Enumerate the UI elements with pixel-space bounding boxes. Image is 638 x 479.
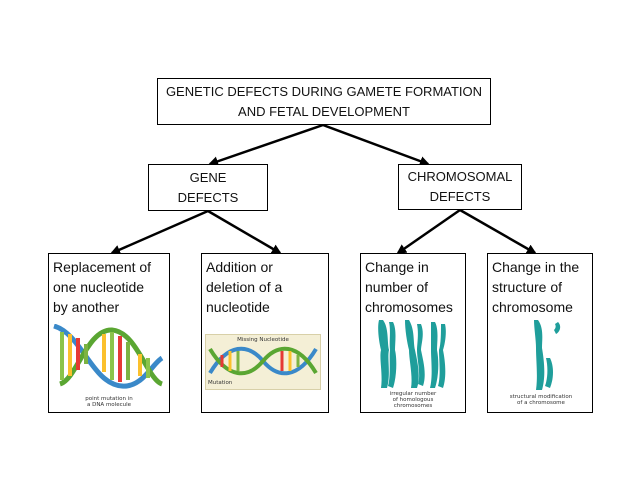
arrow-root-to-chromosomal [322,123,430,166]
gene-line1: GENE [189,169,227,185]
leaf-addition-deletion-text: Addition or deletion of a nucleotide [206,259,283,315]
arrow-root-to-gene [208,123,324,167]
leaf-addition-deletion: Addition or deletion of a nucleotide Mis… [201,253,329,413]
arrow-gene-to-leaf1 [110,209,209,255]
leaf-number-change-caption: irregular number of homologous chromosom… [389,391,437,409]
leaf-structure-change-caption: structural modification of a chromosome [509,394,573,406]
root-node: GENETIC DEFECTS DURING GAMETE FORMATION … [157,78,491,125]
arrow-gene-to-leaf2 [207,209,282,255]
gene-defects-node: GENE DEFECTS [148,164,268,211]
modified-chromosome-image [534,320,561,390]
arrow-chromosomal-to-leaf4 [459,208,537,255]
root-line2: AND FETAL DEVELOPMENT [238,103,410,119]
gene-line2: DEFECTS [177,189,239,205]
arrow-chromosomal-to-leaf3 [396,208,461,255]
chromosomal-line1: CHROMOSOMAL [407,169,513,184]
leaf-structure-change: Change in the structure of chromosome st… [487,253,593,413]
dna-helix-image [53,324,164,389]
chromosomal-line2: DEFECTS [429,189,491,204]
mutation-caption: Mutation [208,380,233,386]
root-line1: GENETIC DEFECTS DURING GAMETE FORMATION [165,83,483,99]
leaf-number-change: Change in number of chromosomes irregula… [360,253,466,413]
missing-nucleotide-caption: Missing Nucleotide [237,337,289,343]
chromosomal-defects-node: CHROMOSOMAL DEFECTS [398,164,522,210]
leaf-structure-change-text: Change in the structure of chromosome [492,259,580,315]
leaf-replacement: Replacement of one nucleotide by another… [48,253,170,413]
leaf-replacement-text: Replacement of one nucleotide by another [53,259,152,315]
leaf-replacement-caption: point mutation in a DNA molecule [85,396,133,408]
mutation-image: Missing Nucleotide Mutation [205,334,321,390]
leaf-number-change-text: Change in number of chromosomes [365,259,453,315]
chromosomes-image [378,320,446,388]
mutation-helix-icon [208,346,318,376]
